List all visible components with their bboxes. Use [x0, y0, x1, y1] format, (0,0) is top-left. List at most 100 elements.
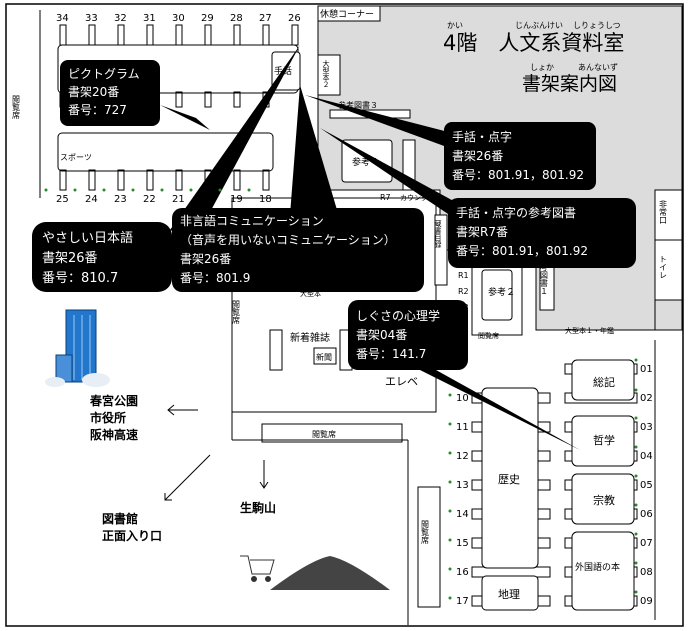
- callout-line: 書架20番: [68, 85, 119, 99]
- toilet-box: [654, 239, 683, 301]
- callout-line: 非言語コミュニケーション: [180, 213, 324, 228]
- shelf-number: 34: [56, 13, 69, 24]
- large-books-2-shelf: [317, 54, 341, 96]
- shelf-number: 16: [456, 567, 469, 578]
- floor-ruby-3: しりょうしつ: [573, 21, 621, 30]
- shelf-number: 29: [201, 13, 214, 24]
- bottom-shelf-numbers: 25 24 23 22 21 20 19 18: [56, 194, 272, 205]
- shelf-number: 21: [172, 194, 185, 205]
- direction-main-entrance: 正面入り口: [102, 529, 162, 543]
- shelf-number: 06: [640, 509, 653, 520]
- large-book-1-label: 大型本１・年鑑: [565, 326, 614, 335]
- map-frame: [5, 3, 684, 627]
- floor-ruby-2: じんぶんけい: [515, 21, 563, 30]
- foreign-books-label: 外国語の本: [575, 561, 620, 573]
- floor-title: 4階 人文系資料室: [443, 31, 624, 55]
- general-shelf: [571, 359, 635, 401]
- large-books-magazines-label: 大型本: [300, 289, 321, 298]
- callout-line: 番号：141.7: [356, 347, 426, 361]
- top-shelf-numbers: 34 33 32 31 30 29 28 27 26: [56, 13, 301, 24]
- shelf-number: 04: [640, 451, 653, 462]
- shelf-number: 14: [456, 509, 469, 520]
- foreign-books-shelf: [571, 531, 635, 611]
- callout-line: 番号：801.91，801.92: [452, 168, 584, 182]
- shelf-number: 32: [114, 13, 127, 24]
- break-corner-box: [317, 5, 381, 22]
- map-ruby-2: あんないず: [578, 62, 618, 72]
- elevator-label: エレベ: [385, 375, 418, 388]
- callout-pointers: [160, 45, 580, 450]
- callout-line: （音声を用いないコミュニケーション）: [180, 232, 396, 247]
- catalog-shelf: [434, 214, 448, 286]
- r2-label: R2: [458, 287, 469, 296]
- callout-line: 番号：810.7: [42, 271, 118, 286]
- new-magazines-label: 新着雑誌: [290, 331, 330, 344]
- right-reading-seats-label: 閲覧席: [421, 520, 430, 545]
- toilet-label: トイレ: [659, 255, 668, 279]
- callout-pictogram: ピクトグラム 書架20番 番号：727: [60, 60, 160, 126]
- geography-label: 地理: [498, 588, 520, 601]
- floor-ruby-1: かい: [447, 21, 463, 30]
- shelf-number: 26: [288, 13, 301, 24]
- history-label: 歴史: [498, 473, 520, 486]
- shelf-number: 27: [259, 13, 272, 24]
- right-reading-seats: [417, 486, 441, 608]
- arrow-left-icon: [167, 404, 198, 416]
- callout-line: 書架26番: [180, 252, 231, 266]
- reference-2-label: 参考２: [488, 286, 515, 298]
- newspaper-label: 新聞: [316, 352, 332, 362]
- direction-library: 図書館: [102, 511, 138, 526]
- catalog-label: 蔵書目録: [434, 219, 442, 248]
- sports-label: スポーツ: [60, 153, 92, 162]
- reference-1-label: 参考図書１: [540, 254, 549, 295]
- right-shelf-numbers: 01 02 03 04 05 06 07 08 09: [640, 364, 653, 607]
- shelf-number: 02: [640, 393, 653, 404]
- callout-line: 書架R7番: [456, 225, 508, 239]
- magazine-shelf-left: [269, 329, 283, 371]
- callout-line: 番号：727: [68, 103, 127, 117]
- map-title: 書架案内図: [522, 73, 617, 95]
- shelf-number: 09: [640, 596, 653, 607]
- shelf-number: 33: [85, 13, 98, 24]
- history-shelf: [481, 387, 539, 569]
- shelf-number: 22: [143, 194, 156, 205]
- religion-shelf: [571, 473, 635, 525]
- reading-seats-bar: [261, 423, 403, 443]
- reference-3-label: 参考図書３: [338, 100, 378, 110]
- geography-shelf: [481, 575, 539, 611]
- break-corner-label: 休憩コーナー: [320, 8, 374, 20]
- shelf-number: 18: [259, 194, 272, 205]
- callout-sign-braille-ref: 手話・点字の参考図書 書架R7番 番号：801.91，801.92: [448, 198, 636, 268]
- shelf-number: 01: [640, 364, 653, 375]
- callout-line: しぐさの心理学: [356, 308, 440, 323]
- green-markers: [44, 188, 638, 600]
- shelf-number: 10: [456, 393, 469, 404]
- exit-box: [654, 189, 683, 241]
- philosophy-label: 哲学: [593, 433, 615, 447]
- direction-mountain: 生駒山: [240, 500, 276, 515]
- callout-line: やさしい日本語: [42, 230, 133, 246]
- direction-city-hall: 市役所: [90, 410, 126, 425]
- shelf-number: 05: [640, 480, 653, 491]
- shelf-number: 19: [230, 194, 243, 205]
- callout-nonverbal: 非言語コミュニケーション （音声を用いないコミュニケーション） 書架26番 番号…: [172, 208, 424, 292]
- shelf-number: 17: [456, 596, 469, 607]
- emergency-exit-label: 非常口: [659, 199, 668, 224]
- callout-line: 書架04番: [356, 328, 407, 342]
- philosophy-shelf: [571, 415, 635, 467]
- shelf-number: 08: [640, 567, 653, 578]
- reading-seats-small: 閲覧席: [478, 331, 499, 340]
- shelf-number: 25: [56, 194, 69, 205]
- arrow-down-left-icon: [164, 454, 211, 501]
- shelf-block-lower: [57, 132, 274, 172]
- callout-line: 書架26番: [452, 149, 503, 163]
- callout-line: 番号：801.91，801.92: [456, 244, 588, 258]
- religion-label: 宗教: [593, 493, 615, 507]
- shelf-number: 28: [230, 13, 243, 24]
- callout-line: ピクトグラム: [68, 67, 140, 81]
- callout-line: 書架26番: [42, 251, 98, 266]
- shelf-number: 31: [143, 13, 156, 24]
- shelf-number: 03: [640, 422, 653, 433]
- callout-line: 番号：801.9: [180, 271, 250, 285]
- newspaper-box: [313, 347, 337, 365]
